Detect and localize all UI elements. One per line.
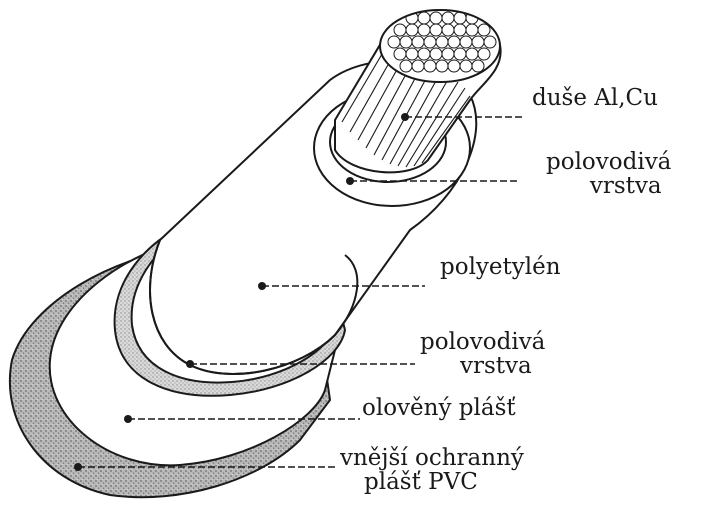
label-outer-semicon: polovodivá vrstva bbox=[420, 330, 545, 378]
pointer-dot-lead-sheath bbox=[124, 415, 132, 423]
label-inner-semicon-line1: polovodivá bbox=[546, 150, 671, 174]
label-outer-semicon-line2: vrstva bbox=[420, 354, 545, 378]
label-conductor-text: duše Al,Cu bbox=[532, 86, 658, 110]
label-outer-jacket-line2: plášť PVC bbox=[340, 470, 524, 494]
label-insulation-text: polyetylén bbox=[440, 255, 561, 279]
label-inner-semicon-line2: vrstva bbox=[546, 174, 671, 198]
label-outer-semicon-line1: polovodivá bbox=[420, 330, 545, 354]
label-lead-sheath-text: olověný plášť bbox=[362, 396, 516, 420]
pointer-dot-inner-semicon bbox=[346, 177, 354, 185]
pointer-dot-outer-jacket bbox=[74, 463, 82, 471]
label-outer-jacket-line1: vnější ochranný bbox=[340, 446, 524, 470]
pointer-dot-insulation bbox=[258, 282, 266, 290]
label-insulation: polyetylén bbox=[440, 255, 561, 279]
label-lead-sheath: olověný plášť bbox=[362, 396, 516, 420]
pointer-dot-outer-semicon bbox=[186, 360, 194, 368]
label-inner-semicon: polovodivá vrstva bbox=[546, 150, 671, 198]
label-conductor: duše Al,Cu bbox=[532, 86, 658, 110]
label-outer-jacket: vnější ochranný plášť PVC bbox=[340, 446, 524, 494]
pointer-dot-conductor bbox=[401, 113, 409, 121]
